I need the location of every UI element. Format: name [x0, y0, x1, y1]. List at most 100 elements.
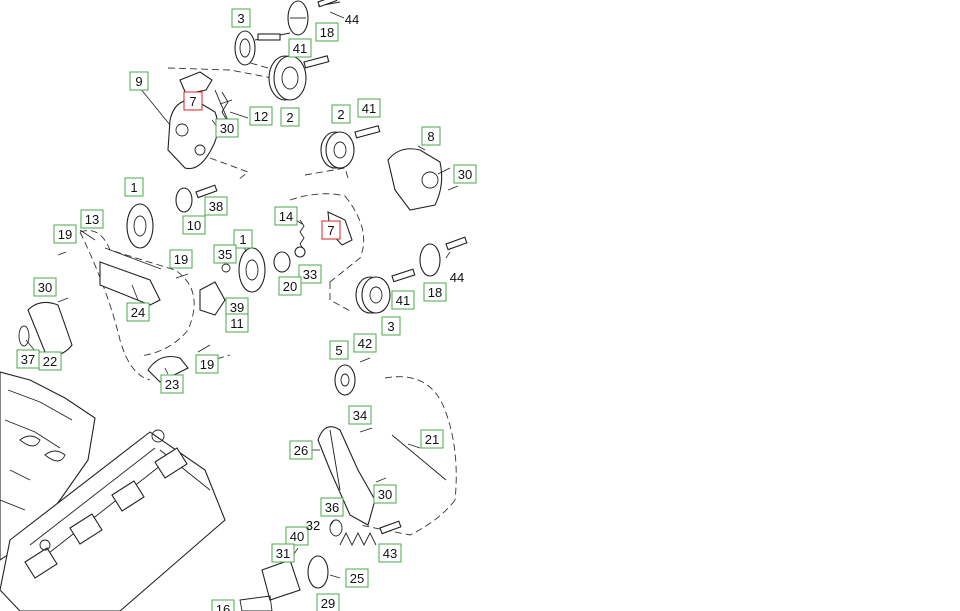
callout-text: 19 [200, 357, 214, 372]
callout-25: 25 [345, 568, 369, 588]
callout-30-lower: 30 [373, 484, 397, 504]
callout-26: 26 [289, 440, 313, 460]
spring-25 [339, 520, 402, 547]
callout-43: 43 [378, 543, 402, 563]
o-ring-36 [329, 519, 343, 537]
callout-text: 44 [450, 270, 464, 285]
callout-29: 29 [316, 593, 340, 611]
callout-12: 12 [249, 106, 273, 126]
callout-41-top: 41 [288, 38, 312, 58]
callout-text: 7 [327, 223, 334, 238]
callout-11: 11 [225, 313, 249, 333]
callout-30-top: 30 [215, 118, 239, 138]
callout-32: 32 [306, 518, 320, 533]
callout-text: 19 [58, 227, 72, 242]
callout-text: 12 [254, 109, 268, 124]
callout-18-top: 18 [315, 22, 339, 42]
callout-text: 41 [293, 41, 307, 56]
callout-text: 41 [396, 293, 410, 308]
cover-22 [18, 301, 73, 356]
callout-text: 16 [216, 602, 230, 611]
callout-text: 29 [321, 596, 335, 611]
callout-text: 20 [283, 279, 297, 294]
callout-text: 35 [218, 247, 232, 262]
callout-33: 33 [298, 264, 322, 284]
guide-rail-24 [99, 247, 162, 306]
callout-24: 24 [126, 302, 150, 322]
callout-text: 25 [350, 571, 364, 586]
callout-31: 31 [271, 543, 295, 563]
callout-40: 40 [285, 526, 309, 546]
bolt-top-44 [317, 0, 338, 8]
callout-text: 36 [325, 500, 339, 515]
disc-18-mid [419, 236, 468, 277]
camshaft-adjuster-top-2 [268, 55, 330, 101]
tensioner-26 [317, 426, 376, 526]
callout-34: 34 [348, 405, 372, 425]
callout-text: 30 [458, 167, 472, 182]
callout-text: 10 [187, 218, 201, 233]
callout-text: 7 [189, 94, 196, 109]
callout-41-lower: 41 [391, 290, 415, 310]
small-bolts [57, 99, 459, 483]
callout-9: 9 [129, 71, 149, 91]
callout-3-top: 3 [231, 8, 251, 28]
callout-21: 21 [420, 429, 444, 449]
callout-8: 8 [421, 126, 441, 146]
engine-block-drawing [0, 371, 226, 611]
callout-20: 20 [278, 276, 302, 296]
callout-text: 44 [345, 12, 359, 27]
callout-text: 30 [38, 280, 52, 295]
callout-text: 40 [290, 529, 304, 544]
callout-44-mid: 44 [450, 270, 464, 285]
callout-text: 3 [387, 319, 394, 334]
callout-text: 8 [427, 129, 434, 144]
callout-39: 39 [225, 297, 249, 317]
callout-44-top: 44 [345, 12, 359, 27]
callout-text: 19 [174, 252, 188, 267]
callout-text: 39 [230, 300, 244, 315]
chain-21 [391, 434, 447, 481]
sprocket-1-left [126, 184, 218, 249]
callout-text: 2 [337, 107, 344, 122]
callout-text: 26 [294, 443, 308, 458]
callout-10: 10 [182, 215, 206, 235]
sprocket-1-mid [221, 246, 306, 293]
callout-23: 23 [160, 374, 184, 394]
callout-text: 38 [209, 199, 223, 214]
callout-text: 1 [239, 232, 246, 247]
callout-text: 41 [362, 101, 376, 116]
callout-1-left: 1 [124, 177, 144, 197]
callout-text: 30 [220, 121, 234, 136]
callout-14: 14 [274, 206, 298, 226]
callout-30-left: 30 [33, 277, 57, 297]
callout-16: 16 [211, 599, 235, 611]
bracket-11 [199, 281, 226, 316]
callout-3-lower: 3 [381, 316, 401, 336]
callout-text: 43 [383, 546, 397, 561]
callout-7-mid: 7 [321, 220, 341, 240]
callout-1-mid: 1 [233, 229, 253, 249]
callout-19-bottom: 19 [195, 354, 219, 374]
callout-text: 11 [230, 316, 244, 331]
adjuster-mid-2 [320, 125, 381, 169]
callout-text: 2 [286, 110, 293, 125]
tensioner-9 [167, 71, 233, 170]
callout-2-mid: 2 [331, 104, 351, 124]
callout-text: 21 [425, 432, 439, 447]
callout-text: 9 [135, 74, 142, 89]
callout-37: 37 [16, 349, 40, 369]
callout-text: 18 [320, 25, 334, 40]
callout-text: 37 [21, 352, 35, 367]
callout-18-mid: 18 [423, 282, 447, 302]
housing-8 [387, 148, 451, 211]
callout-41-mid: 41 [357, 98, 381, 118]
sprocket-top-3 [234, 30, 291, 66]
callout-text: 33 [303, 267, 317, 282]
callout-text: 3 [237, 11, 244, 26]
callout-19-left: 19 [53, 224, 77, 244]
callout-text: 22 [43, 354, 57, 369]
callout-text: 31 [276, 546, 290, 561]
callout-35: 35 [213, 244, 237, 264]
